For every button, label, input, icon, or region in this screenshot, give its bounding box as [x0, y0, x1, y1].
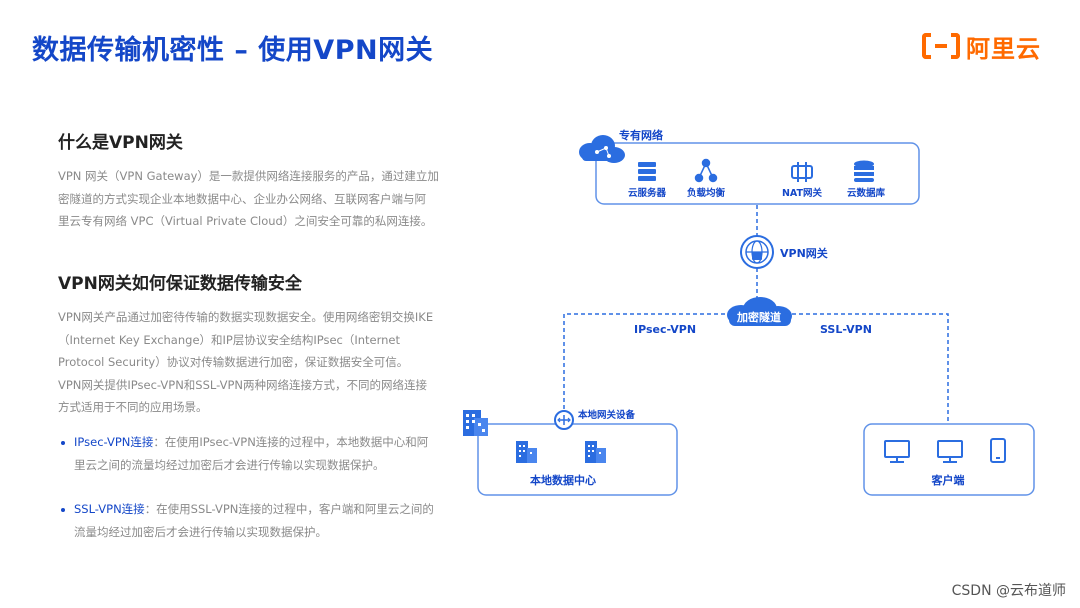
bullet-text: ：在使用IPsec-VPN连接的过程中，本地数据中心和阿: [153, 435, 429, 449]
monitor-icon: [884, 440, 910, 463]
monitor-icon: [937, 440, 963, 463]
text-line: （Internet Key Exchange）和IP层协议安全结构IPsec（I…: [58, 332, 401, 347]
aliyun-logo: 阿里云: [922, 30, 1041, 63]
slide-title: 数据传输机密性 – 使用VPN网关: [32, 35, 434, 66]
building-icon: [463, 410, 488, 436]
bullet-ipsec: IPsec-VPN连接：在使用IPsec-VPN连接的过程中，本地数据中心和阿 …: [74, 431, 428, 476]
section1-paragraph: VPN 网关（VPN Gateway）是一款提供网络连接服务的产品，通过建立加 …: [58, 165, 439, 233]
nat-gateway-icon: [791, 162, 813, 182]
section-heading-what-is-vpn: 什么是VPN网关: [58, 133, 183, 153]
datacenter-building-icon: [585, 441, 606, 463]
vpc-label: 专有网络: [619, 128, 663, 142]
text-line: Protocol Security）协议对传输数据进行加密，保证数据安全可信。: [58, 355, 409, 369]
router-icon: [554, 410, 574, 430]
aliyun-logo-text: 阿里云: [966, 34, 1041, 63]
service-label: NAT网关: [782, 187, 823, 199]
text-line: 里云专有网络 VPC（Virtual Private Cloud）之间安全可靠的…: [58, 214, 433, 228]
datacenter-label: 本地数据中心: [530, 473, 596, 487]
bullet-text: 里云之间的流量均经过加密后才会进行传输以实现数据保护。: [74, 457, 385, 472]
section-heading-how-secure: VPN网关如何保证数据传输安全: [58, 274, 302, 294]
bullet-dot: [61, 441, 65, 445]
encrypted-tunnel-cloud: [727, 297, 792, 326]
bullet-ssl: SSL-VPN连接：在使用SSL-VPN连接的过程中，客户端和阿里云之间的 流量…: [74, 498, 434, 543]
footer-watermark: CSDN @云布道师: [951, 583, 1066, 599]
service-label: 负载均衡: [687, 187, 726, 199]
text-line: 方式适用于不同的应用场景。: [58, 400, 208, 414]
bullet-text: ：在使用SSL-VPN连接的过程中，客户端和阿里云之间的: [144, 502, 434, 516]
vpn-gateway-icon: [740, 235, 774, 269]
ipsec-label: IPsec-VPN: [634, 323, 696, 336]
bullet-title: SSL-VPN连接: [74, 502, 145, 516]
text-line: VPN 网关（VPN Gateway）是一款提供网络连接服务的产品，通过建立加: [58, 169, 439, 183]
server-icon: [638, 162, 656, 181]
service-label: 云服务器: [628, 187, 667, 199]
ssl-label: SSL-VPN: [820, 323, 872, 336]
text-line: 密隧道的方式实现企业本地数据中心、企业办公网络、互联网客户端与阿: [58, 191, 426, 206]
datacenter-building-icon: [516, 441, 537, 463]
bullet-text: 流量均经过加密后才会进行传输以实现数据保护。: [74, 524, 327, 539]
text-line: VPN网关产品通过加密待传输的数据实现数据安全。使用网络密钥交换IKE: [58, 310, 434, 324]
database-icon: [854, 160, 874, 182]
client-label: 客户端: [931, 473, 965, 487]
text-line: VPN网关提供IPsec-VPN和SSL-VPN两种网络连接方式，不同的网络连接: [58, 377, 427, 392]
bullet-dot: [61, 508, 65, 512]
bullet-title: IPsec-VPN连接: [74, 435, 154, 449]
load-balancer-icon: [694, 158, 718, 183]
phone-icon: [990, 438, 1006, 463]
vpn-gateway-label: VPN网关: [780, 246, 828, 260]
aliyun-logo-icon: [922, 33, 960, 59]
section2-paragraph: VPN网关产品通过加密待传输的数据实现数据安全。使用网络密钥交换IKE （Int…: [58, 306, 433, 419]
service-label: 云数据库: [847, 187, 886, 199]
cloud-icon: [579, 135, 625, 163]
tunnel-label: 加密隧道: [736, 310, 781, 324]
local-device-label: 本地网关设备: [578, 409, 636, 421]
